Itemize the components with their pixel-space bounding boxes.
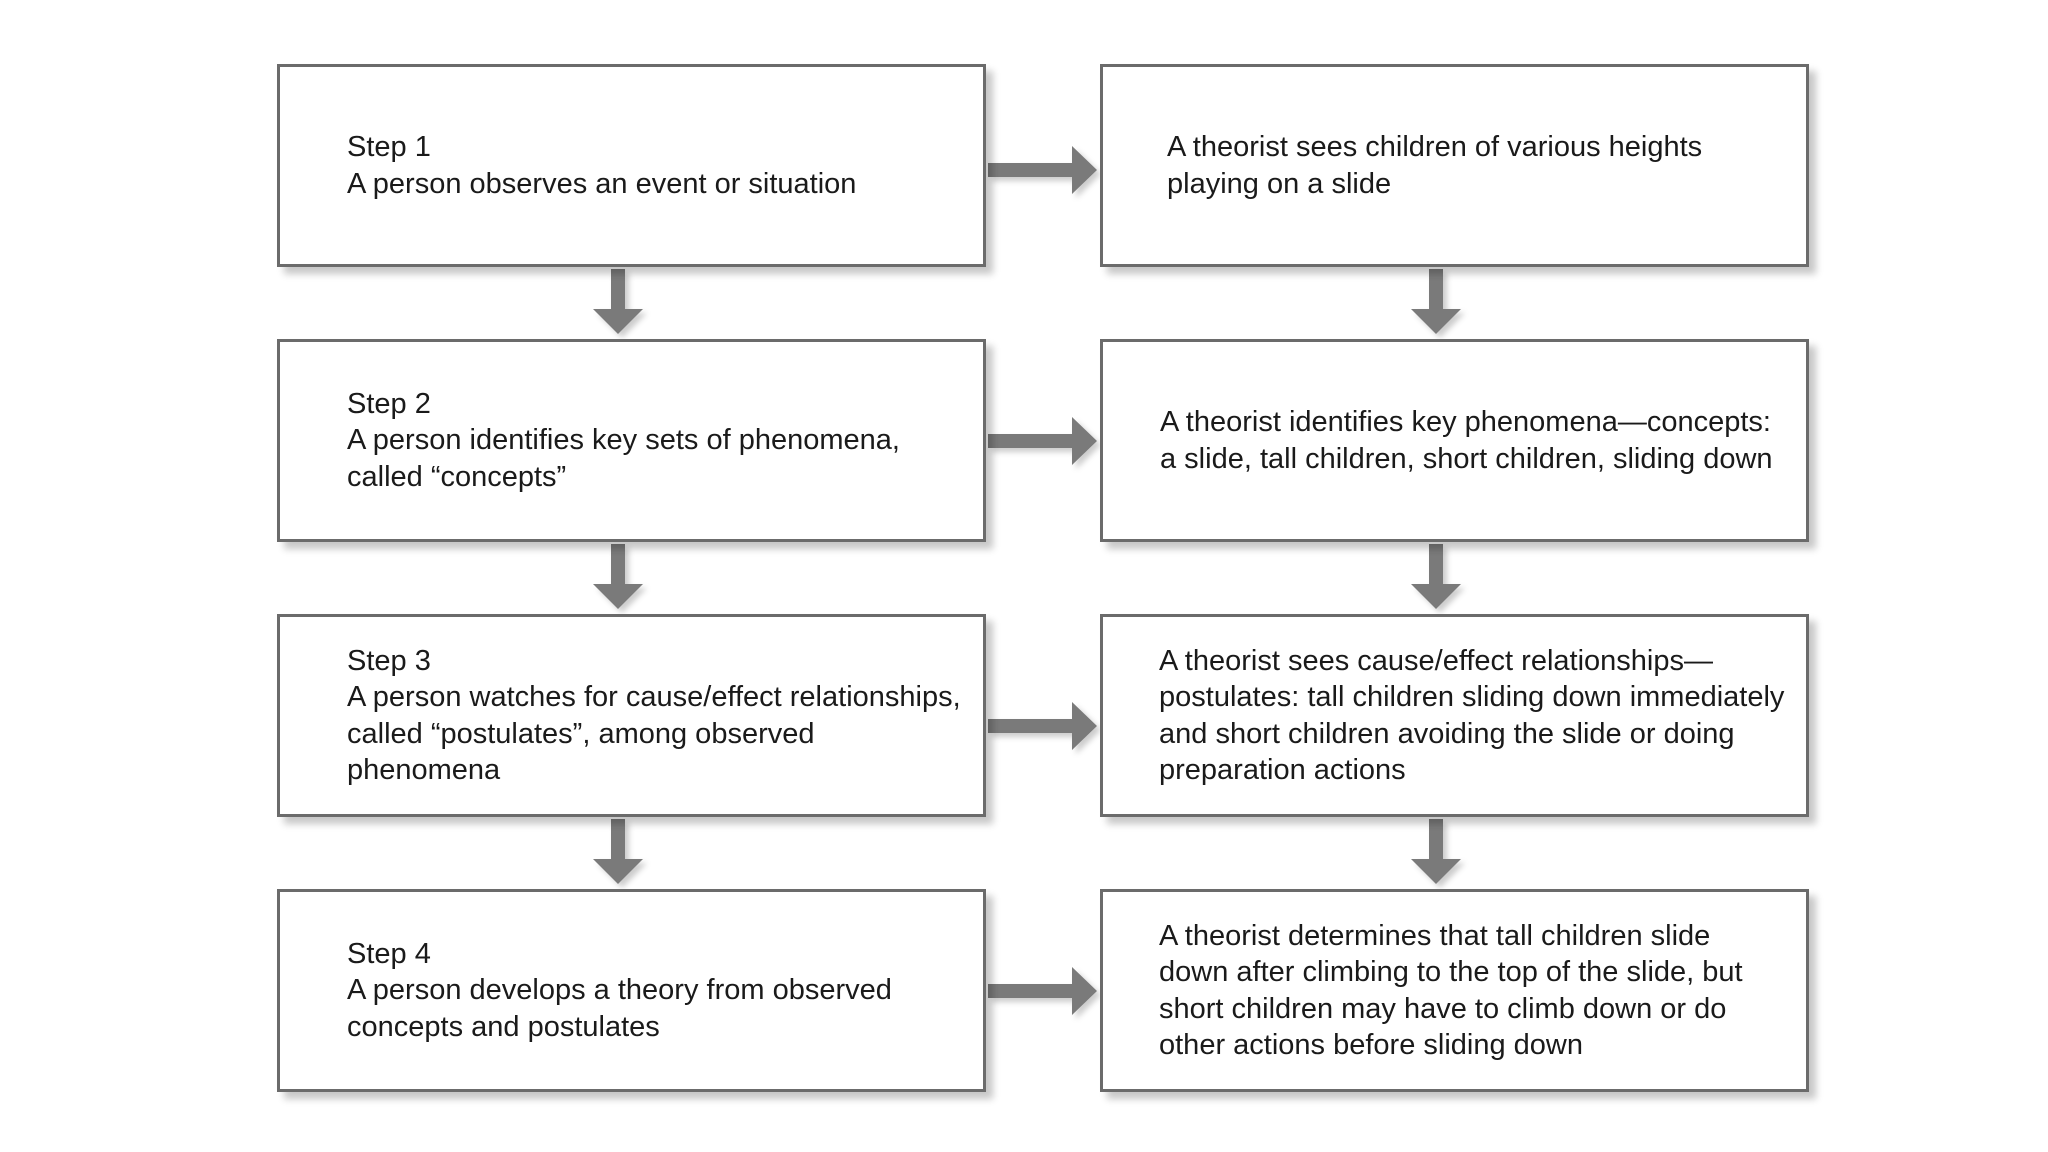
step-4-example-box: A theorist determines that tall children… [1100, 889, 1809, 1092]
step-4-label: Step 4 [347, 937, 431, 970]
arrow-down-left-2 [593, 544, 643, 609]
step-3-example-box: A theorist sees cause/effect relationshi… [1100, 614, 1809, 817]
step-1-label: Step 1 [347, 131, 431, 163]
step-4-description: A person develops a theory from observed… [347, 974, 892, 1043]
step-3-label: Step 3 [347, 644, 431, 677]
step-2-box: Step 2 A person identifies key sets of p… [277, 339, 986, 542]
step-1-description: A person observes an event or situation [347, 167, 857, 200]
arrow-down-left-3 [593, 819, 643, 884]
arrow-down-left-1 [593, 269, 643, 334]
step-2-description: A person identifies key sets of phenomen… [347, 424, 900, 493]
arrow-right-row-1 [988, 146, 1097, 194]
step-1-text: Step 1 A person observes an event or sit… [280, 129, 870, 202]
arrow-down-right-2 [1411, 544, 1461, 609]
step-4-text: Step 4 A person develops a theory from o… [280, 936, 983, 1046]
step-1-example: A theorist sees children of various heig… [1167, 131, 1703, 200]
arrow-right-row-3 [988, 702, 1097, 750]
step-3-box: Step 3 A person watches for cause/effect… [277, 614, 986, 817]
arrow-right-row-4 [988, 967, 1097, 1015]
step-3-description: A person watches for cause/effect relati… [347, 681, 961, 786]
step-2-example-box: A theorist identifies key phenomena—conc… [1100, 339, 1809, 542]
step-4-example: A theorist determines that tall children… [1159, 919, 1743, 1062]
arrow-right-row-2 [988, 417, 1097, 465]
step-2-text: Step 2 A person identifies key sets of p… [280, 386, 983, 496]
step-1-box: Step 1 A person observes an event or sit… [277, 64, 986, 267]
step-3-text: Step 3 A person watches for cause/effect… [280, 643, 983, 789]
arrow-down-right-1 [1411, 269, 1461, 334]
arrow-down-right-3 [1411, 819, 1461, 884]
step-2-example: A theorist identifies key phenomena—conc… [1160, 406, 1773, 475]
step-4-box: Step 4 A person develops a theory from o… [277, 889, 986, 1092]
step-2-label: Step 2 [347, 387, 431, 420]
step-3-example: A theorist sees cause/effect relationshi… [1159, 644, 1785, 787]
step-1-example-box: A theorist sees children of various heig… [1100, 64, 1809, 267]
